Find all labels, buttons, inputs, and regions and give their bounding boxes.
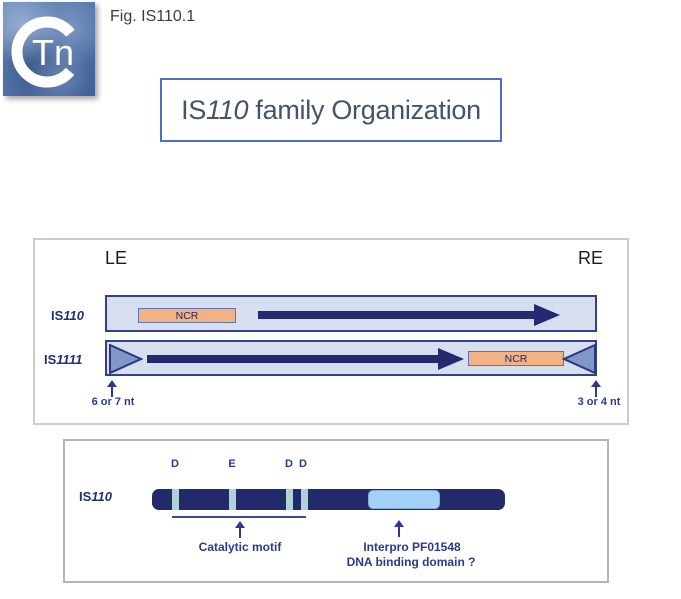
right-dr-note: 3 or 4 nt xyxy=(577,396,621,408)
row-label-is110: IS110 xyxy=(51,308,84,323)
title-family-number: 110 xyxy=(206,94,249,125)
is1111-element-track: NCR xyxy=(105,340,597,376)
domain-label-prefix: IS xyxy=(79,489,92,504)
right-subterminal-triangle-icon xyxy=(562,344,596,374)
transposase-orf-bar xyxy=(152,489,505,510)
interpro-caption-line1: Interpro PF01548 xyxy=(363,540,461,554)
row1-prefix: IS xyxy=(44,352,57,367)
title-rest: family Organization xyxy=(248,94,481,125)
row-label-is1111: IS1111 xyxy=(44,352,82,367)
catalytic-residue-stripe-4 xyxy=(301,489,308,510)
is110-ncr-label: NCR xyxy=(175,309,199,322)
is1111-ncr-box: NCR xyxy=(468,351,564,366)
row1-number: 1111 xyxy=(56,352,83,367)
catalytic-residue-stripe-1 xyxy=(172,489,179,510)
right-end-label: RE xyxy=(578,248,604,268)
left-dr-arrow-icon xyxy=(106,380,118,397)
left-subterminal-triangle-icon xyxy=(109,344,143,374)
is110-element-track: NCR xyxy=(105,295,597,332)
tncentral-logo: Tn xyxy=(3,2,95,96)
residue-e: E xyxy=(228,458,236,470)
domain-label-number: 110 xyxy=(91,489,113,504)
catalytic-residue-stripe-2 xyxy=(229,489,236,510)
row0-prefix: IS xyxy=(51,308,64,323)
catalytic-motif-caption: Catalytic motif xyxy=(198,540,282,554)
row0-number: 110 xyxy=(63,308,85,323)
c-ring-icon xyxy=(11,16,83,88)
title-prefix: IS xyxy=(181,94,207,125)
residue-d2: D xyxy=(285,458,293,470)
dna-binding-domain-box xyxy=(368,490,440,509)
catalytic-motif-arrow-icon xyxy=(234,521,246,538)
interpro-caption-line2: DNA binding domain ? xyxy=(346,555,476,569)
interpro-arrow-icon xyxy=(393,520,405,537)
residue-d1: D xyxy=(171,458,179,470)
is1111-ncr-label: NCR xyxy=(504,352,528,365)
residue-d3: D xyxy=(299,458,307,470)
left-end-label: LE xyxy=(105,248,128,268)
organization-panel: LE RE IS110 NCR IS1111 NCR 6 or 7 nt 3 o… xyxy=(33,238,629,425)
catalytic-motif-underline xyxy=(172,516,306,518)
logo-c-monogram: Tn xyxy=(11,16,83,88)
catalytic-residue-stripe-3 xyxy=(286,489,293,510)
is110-orf-arrow xyxy=(258,304,560,326)
domain-row-label-is110: IS110 xyxy=(79,489,112,504)
logo-monogram-text: Tn xyxy=(32,32,74,73)
is110-ncr-box: NCR xyxy=(138,308,236,323)
left-dr-note: 6 or 7 nt xyxy=(91,396,135,408)
figure-number-label: Fig. IS110.1 xyxy=(110,8,196,25)
domain-panel: IS110 D E D D Catalytic motif Interpro P… xyxy=(63,439,609,583)
is1111-orf-arrow xyxy=(147,348,464,370)
right-dr-arrow-icon xyxy=(590,380,602,397)
